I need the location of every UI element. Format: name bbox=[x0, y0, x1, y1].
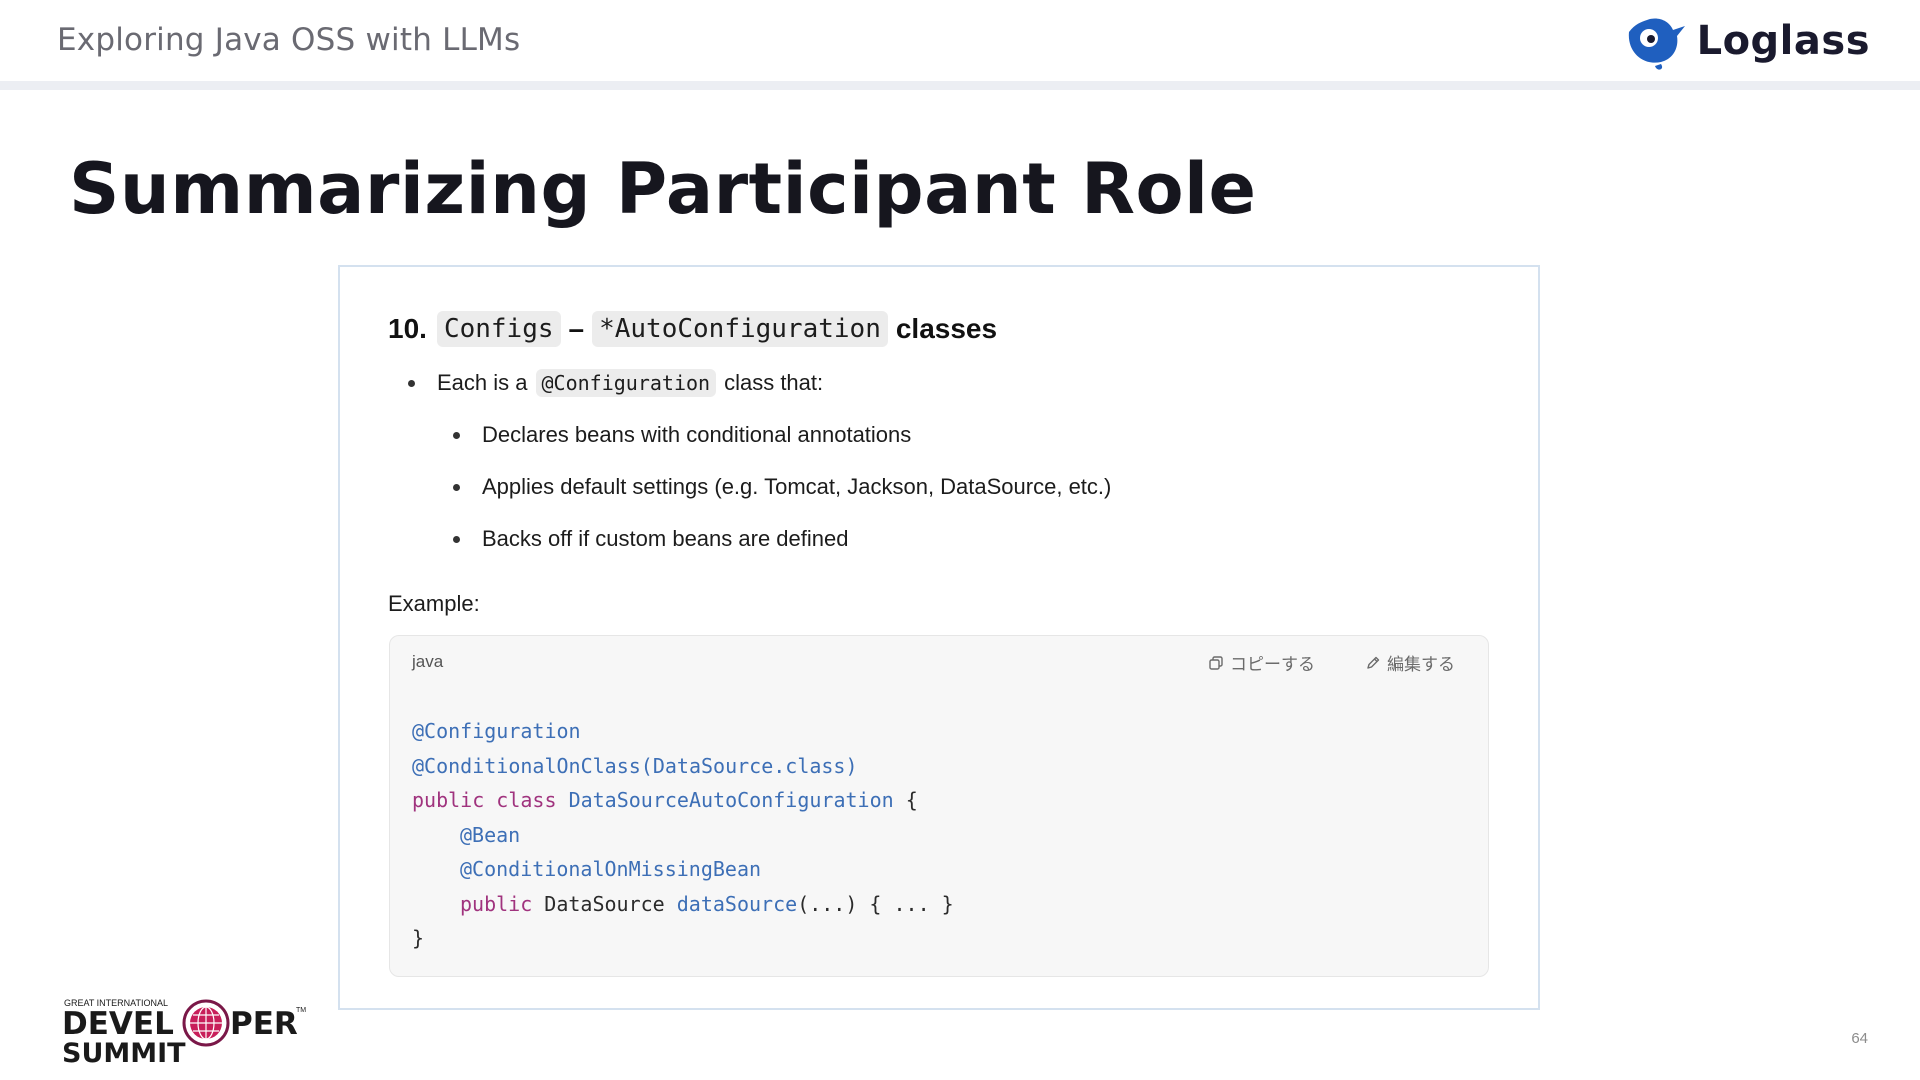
code-language-label: java bbox=[412, 652, 444, 671]
header-divider bbox=[0, 81, 1920, 90]
code-token: @ConditionalOnMissingBean bbox=[460, 857, 762, 881]
bullet-icon bbox=[453, 483, 460, 491]
code-line: @ConditionalOnMissingBean bbox=[412, 852, 954, 887]
sub-bullet-text: Declares beans with conditional annotati… bbox=[482, 422, 912, 447]
section-number: 10. bbox=[388, 313, 427, 344]
code-token: (...) { ... } bbox=[797, 891, 954, 916]
event-logo-devel: DEVEL bbox=[62, 1006, 174, 1042]
bullet-icon bbox=[408, 379, 415, 387]
code-line: @Bean bbox=[412, 818, 954, 853]
inline-code-configuration: @Configuration bbox=[535, 369, 717, 397]
event-logo-tm: TM bbox=[296, 1007, 306, 1014]
copy-button[interactable]: コピーする bbox=[1208, 650, 1315, 675]
edit-button[interactable]: 編集する bbox=[1365, 650, 1455, 675]
heading-suffix: classes bbox=[895, 313, 998, 344]
code-line: @ConditionalOnClass(DataSource.class) bbox=[412, 749, 954, 784]
code-token: @Configuration bbox=[412, 719, 581, 743]
list-item: Each is a @Configuration class that: bbox=[408, 369, 823, 397]
bullet-icon bbox=[453, 431, 460, 439]
code-block: java コピーする 編集する @Configuration @Conditio… bbox=[389, 635, 1489, 977]
heading-dash: – bbox=[568, 313, 585, 344]
sub-bullet-text: Backs off if custom beans are defined bbox=[482, 526, 849, 551]
bullet-icon bbox=[453, 535, 460, 543]
code-token: dataSource bbox=[676, 891, 798, 916]
copy-icon bbox=[1209, 655, 1223, 670]
copy-label: コピーする bbox=[1230, 655, 1315, 674]
whale-logo-icon bbox=[1628, 18, 1685, 70]
developer-summit-logo: GREAT INTERNATIONAL DEVEL PER TM SUMMIT bbox=[62, 998, 306, 1066]
sub-bullet-text: Applies default settings (e.g. Tomcat, J… bbox=[482, 474, 1112, 499]
presentation-title: Exploring Java OSS with LLMs bbox=[57, 22, 521, 58]
code-token: class bbox=[496, 788, 557, 812]
brand-logo: Loglass bbox=[1621, 12, 1870, 70]
code-token: @Bean bbox=[460, 822, 521, 847]
code-line: @Configuration bbox=[412, 714, 954, 749]
bullet-suffix: class that: bbox=[724, 370, 824, 395]
code-line: } bbox=[412, 921, 954, 956]
list-item: Applies default settings (e.g. Tomcat, J… bbox=[453, 474, 1111, 500]
brand-name: Loglass bbox=[1696, 18, 1870, 64]
pencil-icon bbox=[1367, 656, 1380, 669]
example-label: Example: bbox=[388, 591, 480, 616]
section-heading: 10. Configs – *AutoConfiguration classes bbox=[388, 311, 997, 347]
code-content: @Configuration @ConditionalOnClass(DataS… bbox=[412, 714, 954, 956]
code-token: public bbox=[460, 891, 533, 916]
code-token: } bbox=[412, 926, 425, 950]
event-logo-summit: SUMMIT bbox=[62, 1038, 186, 1066]
inline-code-configs: Configs bbox=[436, 311, 561, 347]
code-token: DataSource bbox=[544, 891, 665, 916]
list-item: Backs off if custom beans are defined bbox=[453, 526, 848, 552]
code-token: public bbox=[412, 788, 485, 812]
event-logo-small-text: GREAT INTERNATIONAL bbox=[64, 998, 168, 1008]
code-token: { bbox=[905, 788, 918, 812]
code-token: @ConditionalOnClass(DataSource.class) bbox=[412, 753, 858, 778]
content-panel: 10. Configs – *AutoConfiguration classes… bbox=[338, 265, 1540, 1010]
bullet-prefix: Each is a bbox=[437, 370, 528, 395]
code-token: DataSourceAutoConfiguration bbox=[568, 788, 894, 812]
list-item: Declares beans with conditional annotati… bbox=[453, 422, 911, 448]
slide-title: Summarizing Participant Role bbox=[69, 148, 1257, 230]
inline-code-autoconfiguration: *AutoConfiguration bbox=[592, 311, 888, 347]
code-line: public DataSource dataSource(...) { ... … bbox=[412, 887, 954, 922]
page-number: 64 bbox=[1851, 1030, 1868, 1047]
edit-label: 編集する bbox=[1387, 655, 1455, 674]
event-logo-per: PER bbox=[230, 1006, 298, 1042]
code-line: public class DataSourceAutoConfiguration… bbox=[412, 783, 954, 818]
